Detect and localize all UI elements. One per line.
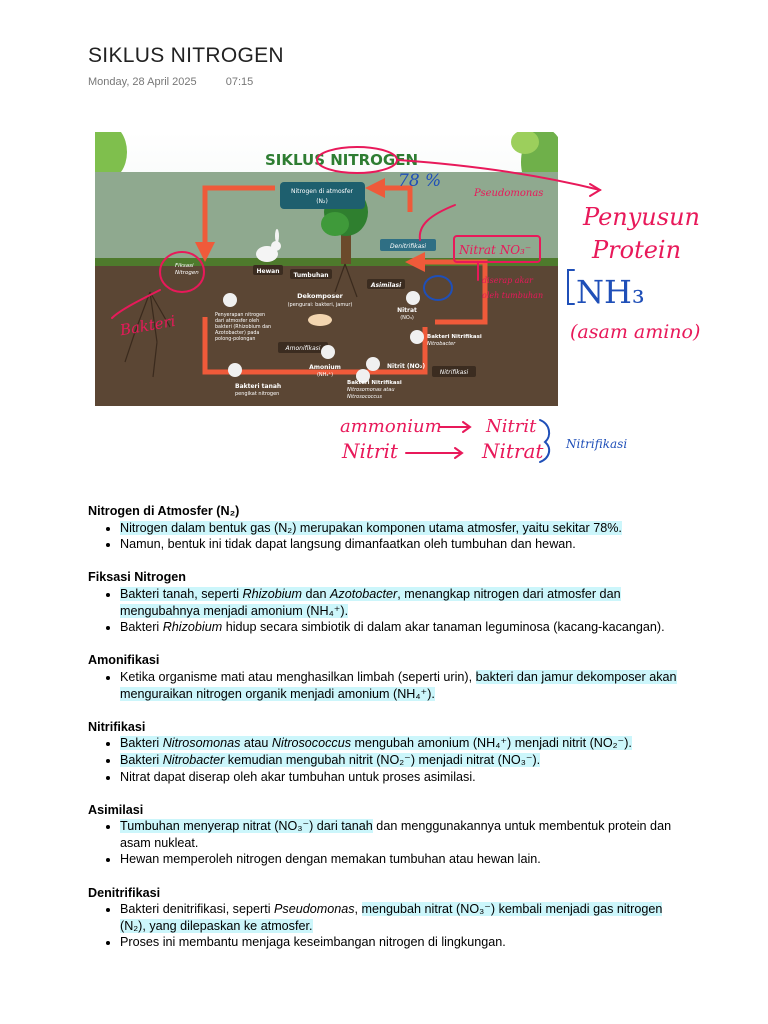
nh3-note: NH₃ <box>576 273 645 311</box>
nitrobacter-label: Bakteri Nitrifikasi Nitrobacter <box>410 330 482 347</box>
section-heading: Nitrifikasi <box>88 719 146 734</box>
nitrogen-cycle-diagram: SIKLUS NITROGEN Nitrogen di atmosfer (N₂… <box>95 132 558 406</box>
section-fiksasi: Fiksasi Nitrogen Bakteri tanah, seperti … <box>88 569 678 635</box>
svg-text:polong-polongan: polong-polongan <box>215 336 255 342</box>
nitrat-label: Nitrat (NO₃) <box>397 291 420 321</box>
nitrosomonas-label: Bakteri Nitrifikasi Nitrosomonas atau Ni… <box>347 369 402 400</box>
svg-text:Asimilasi: Asimilasi <box>370 282 402 289</box>
eq2-right: Nitrat <box>481 439 544 463</box>
nitrit-label: Nitrit (NO₂) <box>366 357 425 371</box>
svg-text:Amonium: Amonium <box>309 364 341 371</box>
eq2-arrow <box>405 447 464 459</box>
svg-text:Nitrosococcus: Nitrosococcus <box>347 394 382 400</box>
nitrifikasi-brace <box>539 419 551 463</box>
svg-text:Hewan: Hewan <box>257 268 280 275</box>
svg-text:Dekomposer: Dekomposer <box>297 292 344 300</box>
nitrifikasi-note: Nitrifikasi <box>565 437 627 451</box>
svg-text:(NO₃): (NO₃) <box>400 315 414 321</box>
section-heading: Fiksasi Nitrogen <box>88 570 186 585</box>
svg-text:Nitrifikasi: Nitrifikasi <box>440 369 469 376</box>
svg-text:Tumbuhan: Tumbuhan <box>293 272 328 279</box>
list-item: Bakteri Rhizobium hidup secara simbiotik… <box>120 619 678 636</box>
eq2-left: Nitrit <box>341 439 399 463</box>
svg-text:Nitrobacter: Nitrobacter <box>427 341 456 347</box>
section-heading: Asimilasi <box>88 802 144 817</box>
svg-text:Nitrosomonas atau: Nitrosomonas atau <box>347 387 394 393</box>
svg-text:Bakteri Nitrifikasi: Bakteri Nitrifikasi <box>427 334 482 340</box>
eq1-right: Nitrit <box>485 416 537 437</box>
dekomposer-label: Dekomposer (pengurai: bakteri, jamur) <box>288 292 353 326</box>
denitrifikasi-label: Denitrifikasi <box>380 239 436 251</box>
svg-text:dari atmosfer oleh: dari atmosfer oleh <box>215 318 259 324</box>
list-item: Nitrat dapat diserap oleh akar tumbuhan … <box>120 769 678 786</box>
svg-text:pengikat nitrogen: pengikat nitrogen <box>235 391 279 397</box>
section-heading: Denitrifikasi <box>88 885 161 900</box>
surface-labels: Hewan Tumbuhan Asimilasi <box>253 265 405 289</box>
list-item: Hewan memperoleh nitrogen dengan memakan… <box>120 851 678 868</box>
section-heading: Nitrogen di Atmosfer (N₂) <box>88 504 240 518</box>
section-nitrifikasi: Nitrifikasi Bakteri Nitrosomonas atau Ni… <box>88 719 678 785</box>
list-item: Bakteri Nitrosomonas atau Nitrosococcus … <box>120 735 678 752</box>
eq1-arrow <box>439 421 472 433</box>
grass-line <box>95 258 558 266</box>
section-denitrifikasi: Denitrifikasi Bakteri denitrifikasi, sep… <box>88 885 678 951</box>
protein-note: Protein <box>591 236 681 264</box>
svg-text:Amonifikasi: Amonifikasi <box>285 345 321 352</box>
svg-text:Bakteri tanah: Bakteri tanah <box>235 383 281 390</box>
arrowhead-protein <box>589 183 602 197</box>
page-time: 07:15 <box>225 76 254 88</box>
svg-text:(pengurai: bakteri, jamur): (pengurai: bakteri, jamur) <box>288 302 353 308</box>
list-item: Bakteri denitrifikasi, seperti Pseudomon… <box>120 901 678 934</box>
section-asimilasi: Asimilasi Tumbuhan menyerap nitrat (NO₃⁻… <box>88 802 678 868</box>
svg-text:Fiksasi: Fiksasi <box>175 263 194 269</box>
svg-text:(NH₄⁺): (NH₄⁺) <box>317 372 333 378</box>
svg-text:bakteri (Rhizobium dan: bakteri (Rhizobium dan <box>215 324 271 330</box>
penyusun-note: Penyusun <box>582 203 700 231</box>
svg-text:Nitrit (NO₂): Nitrit (NO₂) <box>387 363 425 370</box>
list-item: Ketika organisme mati atau menghasilkan … <box>120 669 678 702</box>
page-date: Monday, 28 April 2025 <box>88 76 197 88</box>
svg-text:Azotobacter) pada: Azotobacter) pada <box>215 330 259 336</box>
eq1-left: ammonium <box>340 416 442 437</box>
list-item: Bakteri tanah, seperti Rhizobium dan Azo… <box>120 586 678 619</box>
penyerapan-label: Penyerapan nitrogen dari atmosfer oleh b… <box>215 293 271 342</box>
list-item: Namun, bentuk ini tidak dapat langsung d… <box>120 536 678 553</box>
section-atmosfer: Nitrogen di Atmosfer (N₂) Nitrogen dalam… <box>88 503 678 553</box>
amonium-label: Amonium (NH₄⁺) <box>309 345 341 378</box>
list-item: Tumbuhan menyerap nitrat (NO₃⁻) dari tan… <box>120 818 678 851</box>
page-title: SIKLUS NITROGEN <box>88 44 284 67</box>
svg-text:Nitrat: Nitrat <box>397 307 417 314</box>
diagram-title: SIKLUS NITROGEN <box>265 151 418 169</box>
notes-content: Nitrogen di Atmosfer (N₂) Nitrogen dalam… <box>88 503 678 968</box>
list-item: Bakteri Nitrobacter kemudian mengubah ni… <box>120 752 678 769</box>
svg-text:Penyerapan nitrogen: Penyerapan nitrogen <box>215 312 265 318</box>
svg-text:Bakteri Nitrifikasi: Bakteri Nitrifikasi <box>347 380 402 386</box>
list-item: Proses ini membantu menjaga keseimbangan… <box>120 934 678 951</box>
nitrifikasi-label: Nitrifikasi <box>432 366 476 377</box>
svg-text:(N₂): (N₂) <box>316 198 328 205</box>
section-heading: Amonifikasi <box>88 653 160 668</box>
svg-text:Nitrogen di atmosfer: Nitrogen di atmosfer <box>291 188 354 195</box>
amonifikasi-label: Amonifikasi <box>278 342 328 353</box>
page-meta: Monday, 28 April 2025 07:15 <box>88 76 279 88</box>
section-amonifikasi: Amonifikasi Ketika organisme mati atau m… <box>88 652 678 702</box>
nh3-bracket <box>567 269 575 305</box>
svg-text:Denitrifikasi: Denitrifikasi <box>390 243 426 250</box>
asam-amino-note: (asam amino) <box>570 321 700 343</box>
svg-text:Nitrogen: Nitrogen <box>175 270 199 276</box>
atmosfer-box: Nitrogen di atmosfer (N₂) <box>280 182 365 209</box>
rabbit-illustration <box>256 229 281 262</box>
bakteri-tanah-label: Bakteri tanah pengikat nitrogen <box>228 363 281 397</box>
svg-text:SIKLUS NITROGEN: SIKLUS NITROGEN <box>265 151 418 169</box>
list-item: Nitrogen dalam bentuk gas (N₂) merupakan… <box>120 520 678 537</box>
soil-layer <box>95 262 558 406</box>
